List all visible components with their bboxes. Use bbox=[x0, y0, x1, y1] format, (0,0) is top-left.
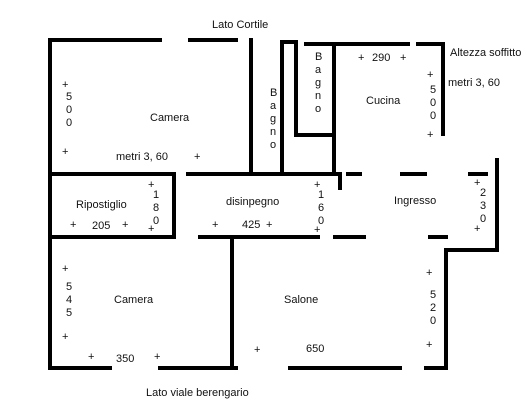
dimension-marker: + bbox=[314, 224, 320, 236]
disimpegno-width: 425 bbox=[242, 219, 260, 231]
dimension-marker: + bbox=[194, 151, 200, 163]
dimension-marker: + bbox=[148, 223, 154, 235]
top-side-label: Lato Cortile bbox=[212, 19, 268, 31]
cucina-width: 290 bbox=[372, 52, 390, 64]
dimension-marker: + bbox=[148, 179, 154, 191]
ceiling-height-value: metri 3, 60 bbox=[448, 77, 500, 89]
dimension-marker: + bbox=[62, 331, 68, 343]
room-name-disimpegno: disinpegno bbox=[226, 196, 279, 208]
dimension-marker: + bbox=[62, 79, 68, 91]
dimension-marker: + bbox=[427, 129, 433, 141]
dimension-marker: + bbox=[427, 69, 433, 81]
dimension-marker: + bbox=[62, 146, 68, 158]
dimension-marker: + bbox=[314, 179, 320, 191]
dimension-marker: + bbox=[254, 344, 260, 356]
salone-width: 650 bbox=[306, 343, 324, 355]
dimension-marker: + bbox=[358, 52, 364, 64]
room-name-salone: Salone bbox=[284, 294, 318, 306]
ripostiglio-width: 205 bbox=[92, 220, 110, 232]
camera-top-length: metri 3, 60 bbox=[116, 151, 168, 163]
camera-bottom-width: 350 bbox=[116, 353, 134, 365]
walls bbox=[48, 38, 499, 370]
bottom-side-label: Lato viale berengario bbox=[146, 387, 249, 399]
dimension-marker: + bbox=[122, 219, 128, 231]
room-name-ripostiglio: Ripostiglio bbox=[76, 199, 127, 211]
dimension-marker: + bbox=[70, 219, 76, 231]
dimension-marker: + bbox=[474, 223, 480, 235]
ceiling-height-label: Altezza soffitto bbox=[450, 47, 521, 59]
room-name-camera-bottom: Camera bbox=[114, 294, 154, 306]
dimension-marker: + bbox=[474, 177, 480, 189]
dimension-marker: + bbox=[266, 219, 272, 231]
dimension-marker: + bbox=[426, 267, 432, 279]
room-name-cucina: Cucina bbox=[366, 95, 401, 107]
dimension-marker: + bbox=[88, 351, 94, 363]
room-name-ingresso: Ingresso bbox=[394, 195, 436, 207]
room-name-camera-top: Camera bbox=[150, 112, 190, 124]
dimension-marker: + bbox=[62, 263, 68, 275]
dimension-marker: + bbox=[400, 52, 406, 64]
dimension-marker: + bbox=[154, 351, 160, 363]
dimension-marker: + bbox=[426, 339, 432, 351]
dimension-marker: + bbox=[212, 219, 218, 231]
